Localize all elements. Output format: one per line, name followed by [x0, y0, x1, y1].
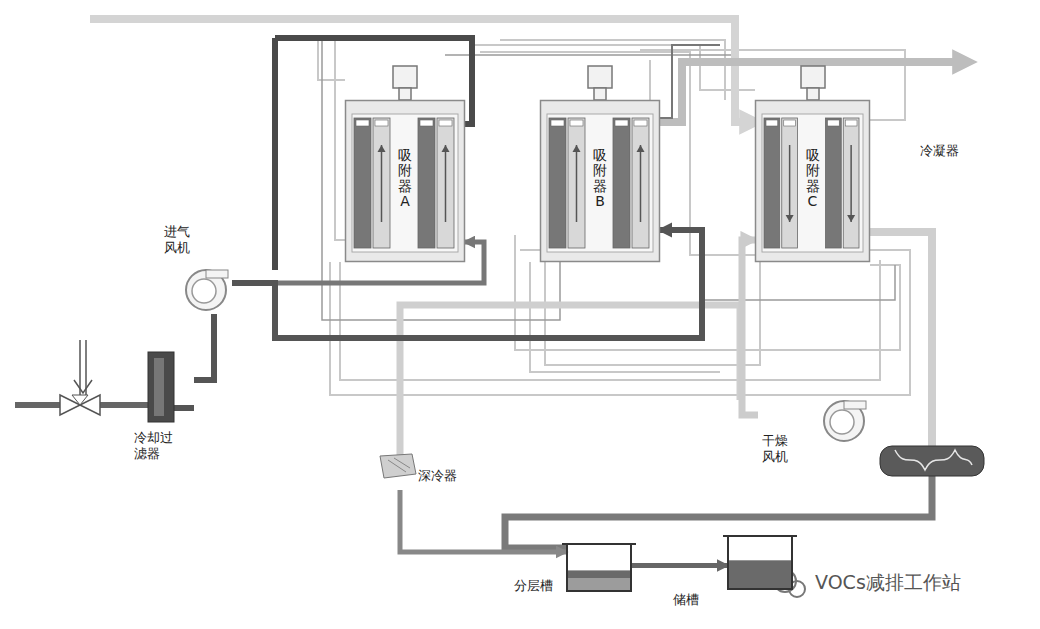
vessel-label: 吸附器B: [593, 148, 607, 210]
unit-label: 冷却过 滤器: [134, 430, 177, 463]
adsorber-vessel: 吸附器B: [540, 100, 660, 262]
tank-unit: 分层槽: [566, 536, 632, 592]
tank-shape: [727, 528, 793, 590]
fan-unit: 干燥 风机: [758, 395, 870, 467]
adsorber-vessel: 吸附器A: [345, 100, 465, 262]
vessel-label: 吸附器A: [398, 148, 412, 210]
condenser-label: 冷凝器: [920, 142, 959, 160]
adsorber-vessel: 吸附器C: [755, 100, 870, 262]
unit-label: 进气 风机: [164, 224, 194, 257]
pipe-connector: [742, 240, 758, 415]
vessel-label: 吸附器C: [806, 148, 820, 210]
tank-unit: 储槽: [727, 528, 793, 590]
cooler-unit: 深冷器: [376, 452, 471, 490]
unit-label: 深冷器: [418, 468, 457, 484]
unit-label: 分层槽: [514, 578, 553, 594]
tank-shape: [566, 536, 632, 592]
unit-label: 储槽: [673, 592, 699, 608]
pipe-connector: [400, 490, 566, 552]
pipe-connector: [632, 563, 727, 568]
filter-unit: 冷却过 滤器: [132, 350, 194, 474]
pipe-connector: [194, 314, 214, 380]
unit-label: 干燥 风机: [762, 433, 792, 466]
watermark: VOCs减排工作站: [815, 570, 961, 596]
fan-unit: 进气 风机: [160, 224, 232, 314]
